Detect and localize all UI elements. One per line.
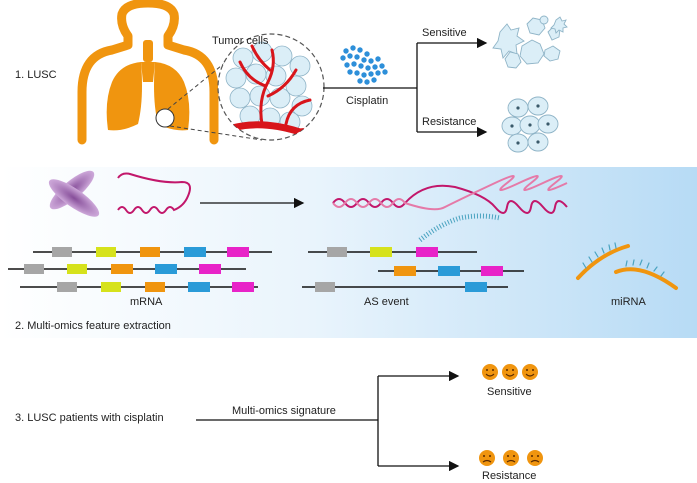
- smiling-faces: [482, 364, 538, 380]
- panel-2-multiomics: [0, 167, 697, 338]
- zoom-line-top: [167, 35, 259, 110]
- frowning-face-icon: [479, 450, 495, 466]
- chromosome-icon: [48, 170, 100, 217]
- sensitive-cells-icon: [492, 15, 568, 69]
- cisplatin-drug-icon: [340, 45, 388, 85]
- panel-3-sensitive-label: Sensitive: [487, 386, 532, 398]
- panel-3-branch-arrows: [196, 370, 460, 472]
- smiling-face-icon: [482, 364, 498, 380]
- lungs-icon: [106, 40, 190, 131]
- frowning-faces: [479, 450, 543, 466]
- tumor-cells-label: Tumor cells: [212, 35, 269, 47]
- panel-1-lusc: [77, 0, 568, 153]
- rna-strand: [117, 172, 191, 214]
- panel-1-title: 1. LUSC: [15, 69, 57, 81]
- panel-3-resistance-label: Resistance: [482, 470, 537, 482]
- panel-3-patients: [196, 364, 543, 472]
- as-event-label: AS event: [364, 296, 409, 308]
- dna-helix-icon: [332, 175, 568, 242]
- signature-label: Multi-omics signature: [232, 405, 336, 417]
- mirna-label: miRNA: [611, 296, 646, 308]
- mirna-icon: [576, 242, 678, 290]
- zoom-line-bottom: [169, 125, 263, 141]
- human-body-icon: [77, 0, 219, 145]
- panel-1-sensitive-label: Sensitive: [422, 27, 467, 39]
- as-event-rows: [302, 247, 524, 292]
- tumor-focus-marker: [155, 108, 175, 128]
- frowning-face-icon: [527, 450, 543, 466]
- cisplatin-label: Cisplatin: [346, 95, 389, 107]
- frowning-face-icon: [503, 450, 519, 466]
- panel-2-title: 2. Multi-omics feature extraction: [15, 320, 171, 332]
- panel-1-branch-arrows: [323, 37, 488, 138]
- panel-1-resistance-label: Resistance: [422, 116, 477, 128]
- mrna-exon-rows: [8, 247, 272, 292]
- panel-3-title: 3. LUSC patients with cisplatin: [15, 412, 164, 424]
- tumor-cells-magnified: [217, 33, 325, 141]
- smiling-face-icon: [522, 364, 538, 380]
- mrna-label: mRNA: [130, 296, 163, 308]
- smiling-face-icon: [502, 364, 518, 380]
